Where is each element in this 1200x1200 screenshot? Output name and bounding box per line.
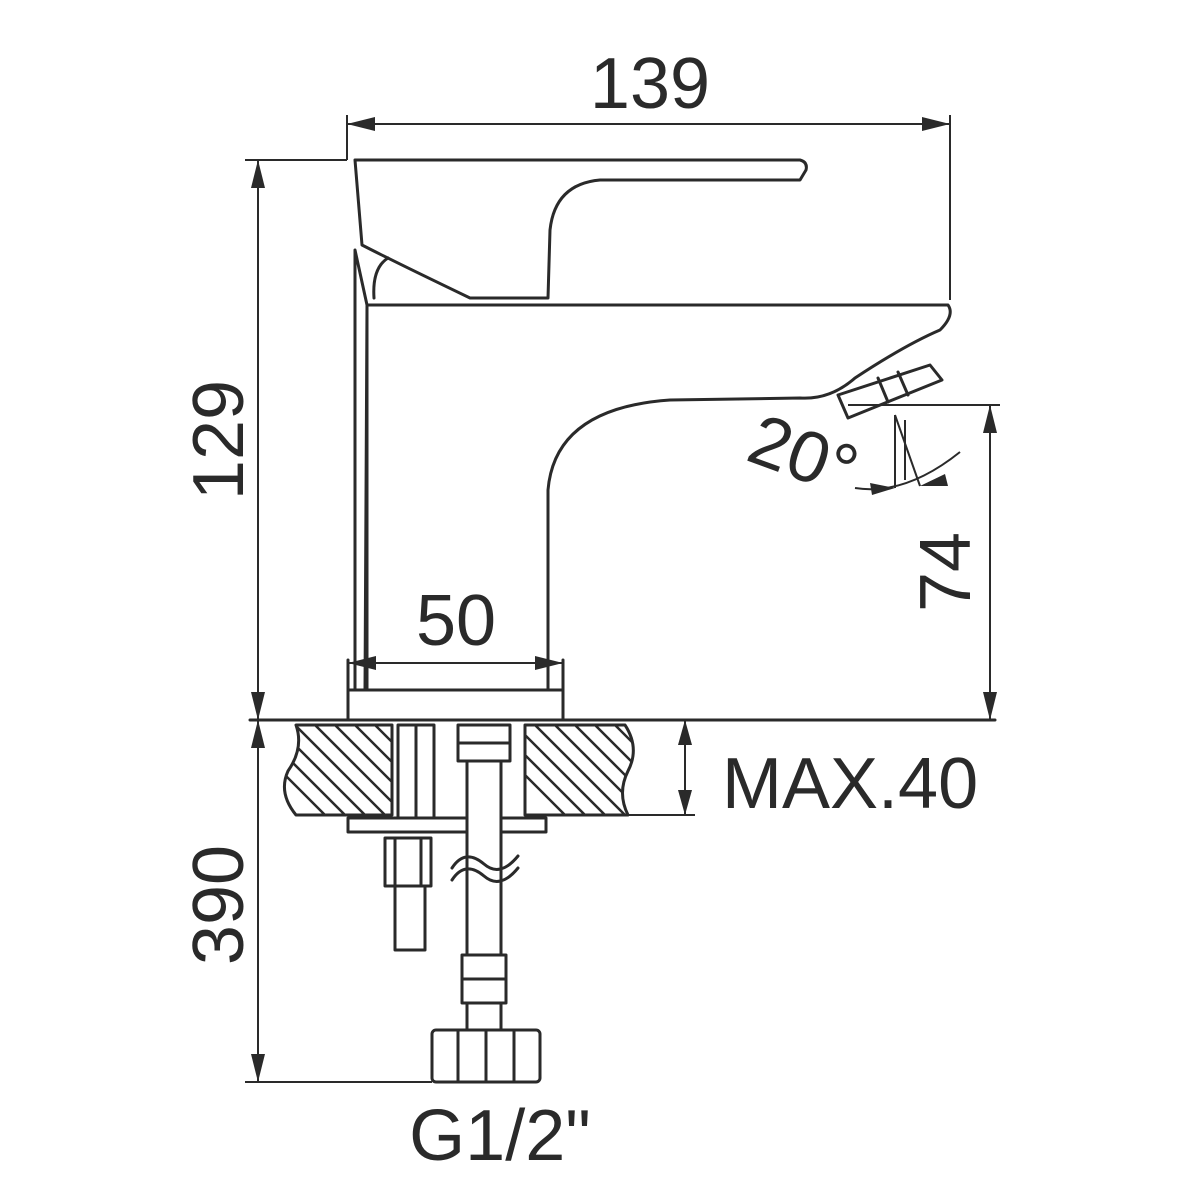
- width-label: 139: [590, 44, 710, 124]
- base-width-dimension: 50: [348, 581, 563, 670]
- counter-thickness-label: MAX.40: [722, 744, 978, 824]
- flexible-hose: [430, 723, 542, 1084]
- base-ring: [346, 688, 565, 722]
- spout-body: [353, 250, 952, 692]
- spout-clearance-dimension: 74: [848, 404, 1000, 720]
- base-width-label: 50: [416, 581, 496, 661]
- hose-length-dimension: 390: [179, 720, 432, 1083]
- cartridge-dome: [372, 256, 390, 300]
- lever-handle: [353, 158, 808, 300]
- connection-label: G1/2": [409, 1096, 591, 1176]
- mounting-stud: [383, 836, 433, 952]
- height-dimension: 129: [179, 159, 347, 720]
- countertop-section: [248, 718, 997, 834]
- counter-thickness-dimension: MAX.40: [625, 720, 978, 824]
- height-label: 129: [179, 380, 259, 500]
- spout-clearance-label: 74: [906, 532, 986, 612]
- hose-length-label: 390: [179, 845, 259, 965]
- width-dimension: 139: [346, 44, 951, 300]
